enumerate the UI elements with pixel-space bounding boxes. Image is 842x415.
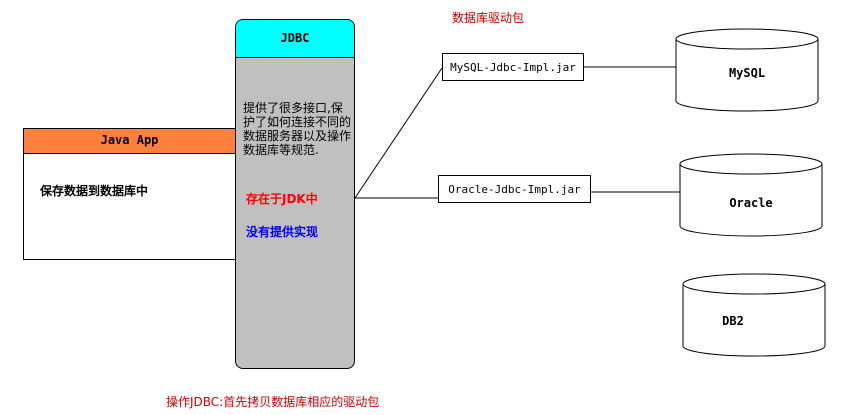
mysql-db-label: MySQL bbox=[728, 66, 766, 80]
jdbc-no-impl-note: 没有提供实现 bbox=[246, 225, 319, 239]
jdbc-description: 提供了很多接口,保护了如何连接不同的数据服务器以及操作数据库等规范. bbox=[243, 101, 352, 157]
jdbc-box: JDBC 提供了很多接口,保护了如何连接不同的数据服务器以及操作数据库等规范. … bbox=[235, 19, 355, 369]
footer-note: 操作JDBC:首先拷贝数据库相应的驱动包 bbox=[166, 395, 380, 409]
db2-db-cylinder bbox=[682, 273, 826, 357]
jdbc-title: JDBC bbox=[236, 20, 354, 58]
mysql-jar-box: MySQL-Jdbc-Impl.jar bbox=[442, 53, 584, 81]
java-app-body: 保存数据到数据库中 bbox=[40, 184, 149, 198]
java-app-box: Java App 保存数据到数据库中 bbox=[23, 128, 236, 260]
mysql-db-cylinder bbox=[675, 28, 819, 112]
jdbc-in-jdk-note: 存在于JDK中 bbox=[246, 192, 318, 206]
oracle-db-label: Oracle bbox=[729, 196, 773, 210]
db2-db-label: DB2 bbox=[722, 314, 744, 328]
oracle-db-cylinder bbox=[679, 153, 823, 237]
jdbc-to-mysql-jar-line bbox=[354, 67, 443, 199]
java-app-title: Java App bbox=[24, 129, 235, 154]
driver-package-label: 数据库驱动包 bbox=[452, 11, 525, 25]
oracle-jar-box: Oracle-Jdbc-Impl.jar bbox=[438, 175, 591, 203]
